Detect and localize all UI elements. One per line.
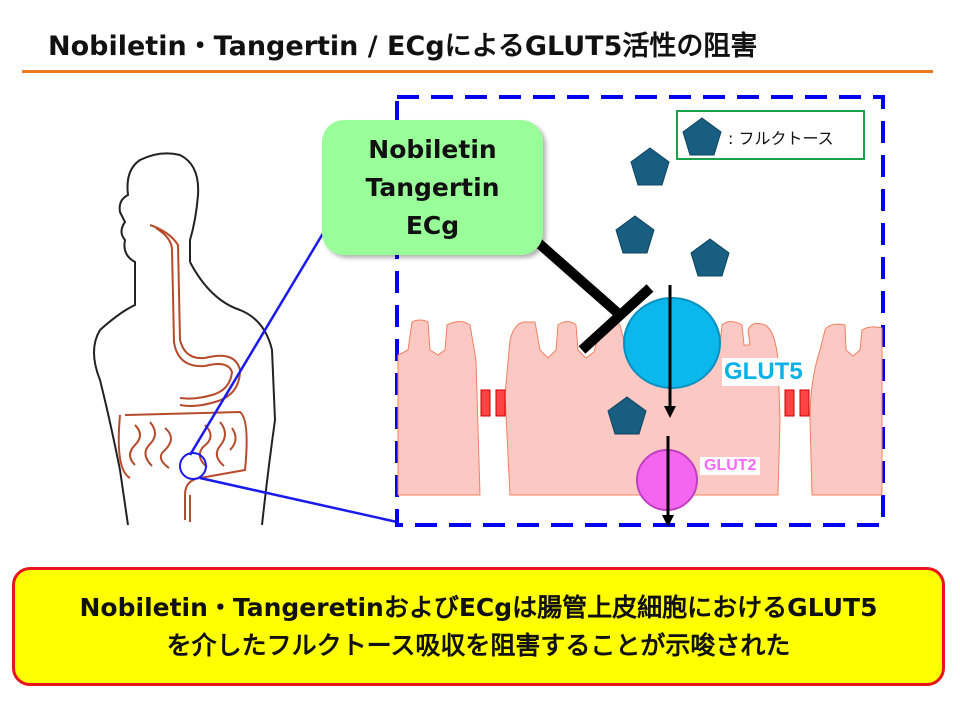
title-underline: [22, 70, 933, 73]
fructose-icon: [615, 215, 655, 254]
summary-box: Nobiletin・TangeretinおよびECgは腸管上皮細胞におけるGLU…: [12, 567, 945, 686]
zoom-line-bottom: [199, 476, 398, 524]
glut5-transporter: [623, 297, 721, 389]
inhibition-symbol: [531, 236, 654, 354]
human-body-figure: [93, 152, 277, 526]
legend-box: : フルクトース: [676, 110, 865, 160]
digestive-tract: [117, 224, 248, 522]
inhibitor-nobiletin: Nobiletin: [368, 134, 497, 164]
zoom-focus-circle: [179, 452, 207, 480]
transport-arrows: [662, 285, 676, 527]
summary-line-1: Nobiletin・TangeretinおよびECgは腸管上皮細胞におけるGLU…: [79, 592, 878, 622]
fructose-icon: [630, 147, 670, 186]
legend-label: : フルクトース: [728, 129, 834, 148]
slide-title: Nobiletin・Tangertin / ECgによるGLUT5活性の阻害: [48, 31, 758, 62]
zoom-line-top: [188, 229, 327, 456]
fructose-icon: [690, 238, 730, 277]
summary-line-2: を介したフルクトース吸収を阻害することが示唆された: [166, 630, 791, 660]
tight-junctions: [480, 389, 810, 417]
fructose-icon: [682, 117, 722, 156]
inhibitor-ecg: ECg: [405, 210, 460, 240]
zoom-frame: [395, 95, 885, 527]
inhibitor-tangertin: Tangertin: [365, 172, 500, 202]
glut2-label: GLUT2: [700, 457, 761, 475]
inhibitor-box: Nobiletin Tangertin ECg: [322, 120, 543, 255]
fructose-molecules: [607, 117, 730, 435]
fructose-icon: [607, 396, 647, 435]
glut5-label: GLUT5: [722, 358, 805, 386]
